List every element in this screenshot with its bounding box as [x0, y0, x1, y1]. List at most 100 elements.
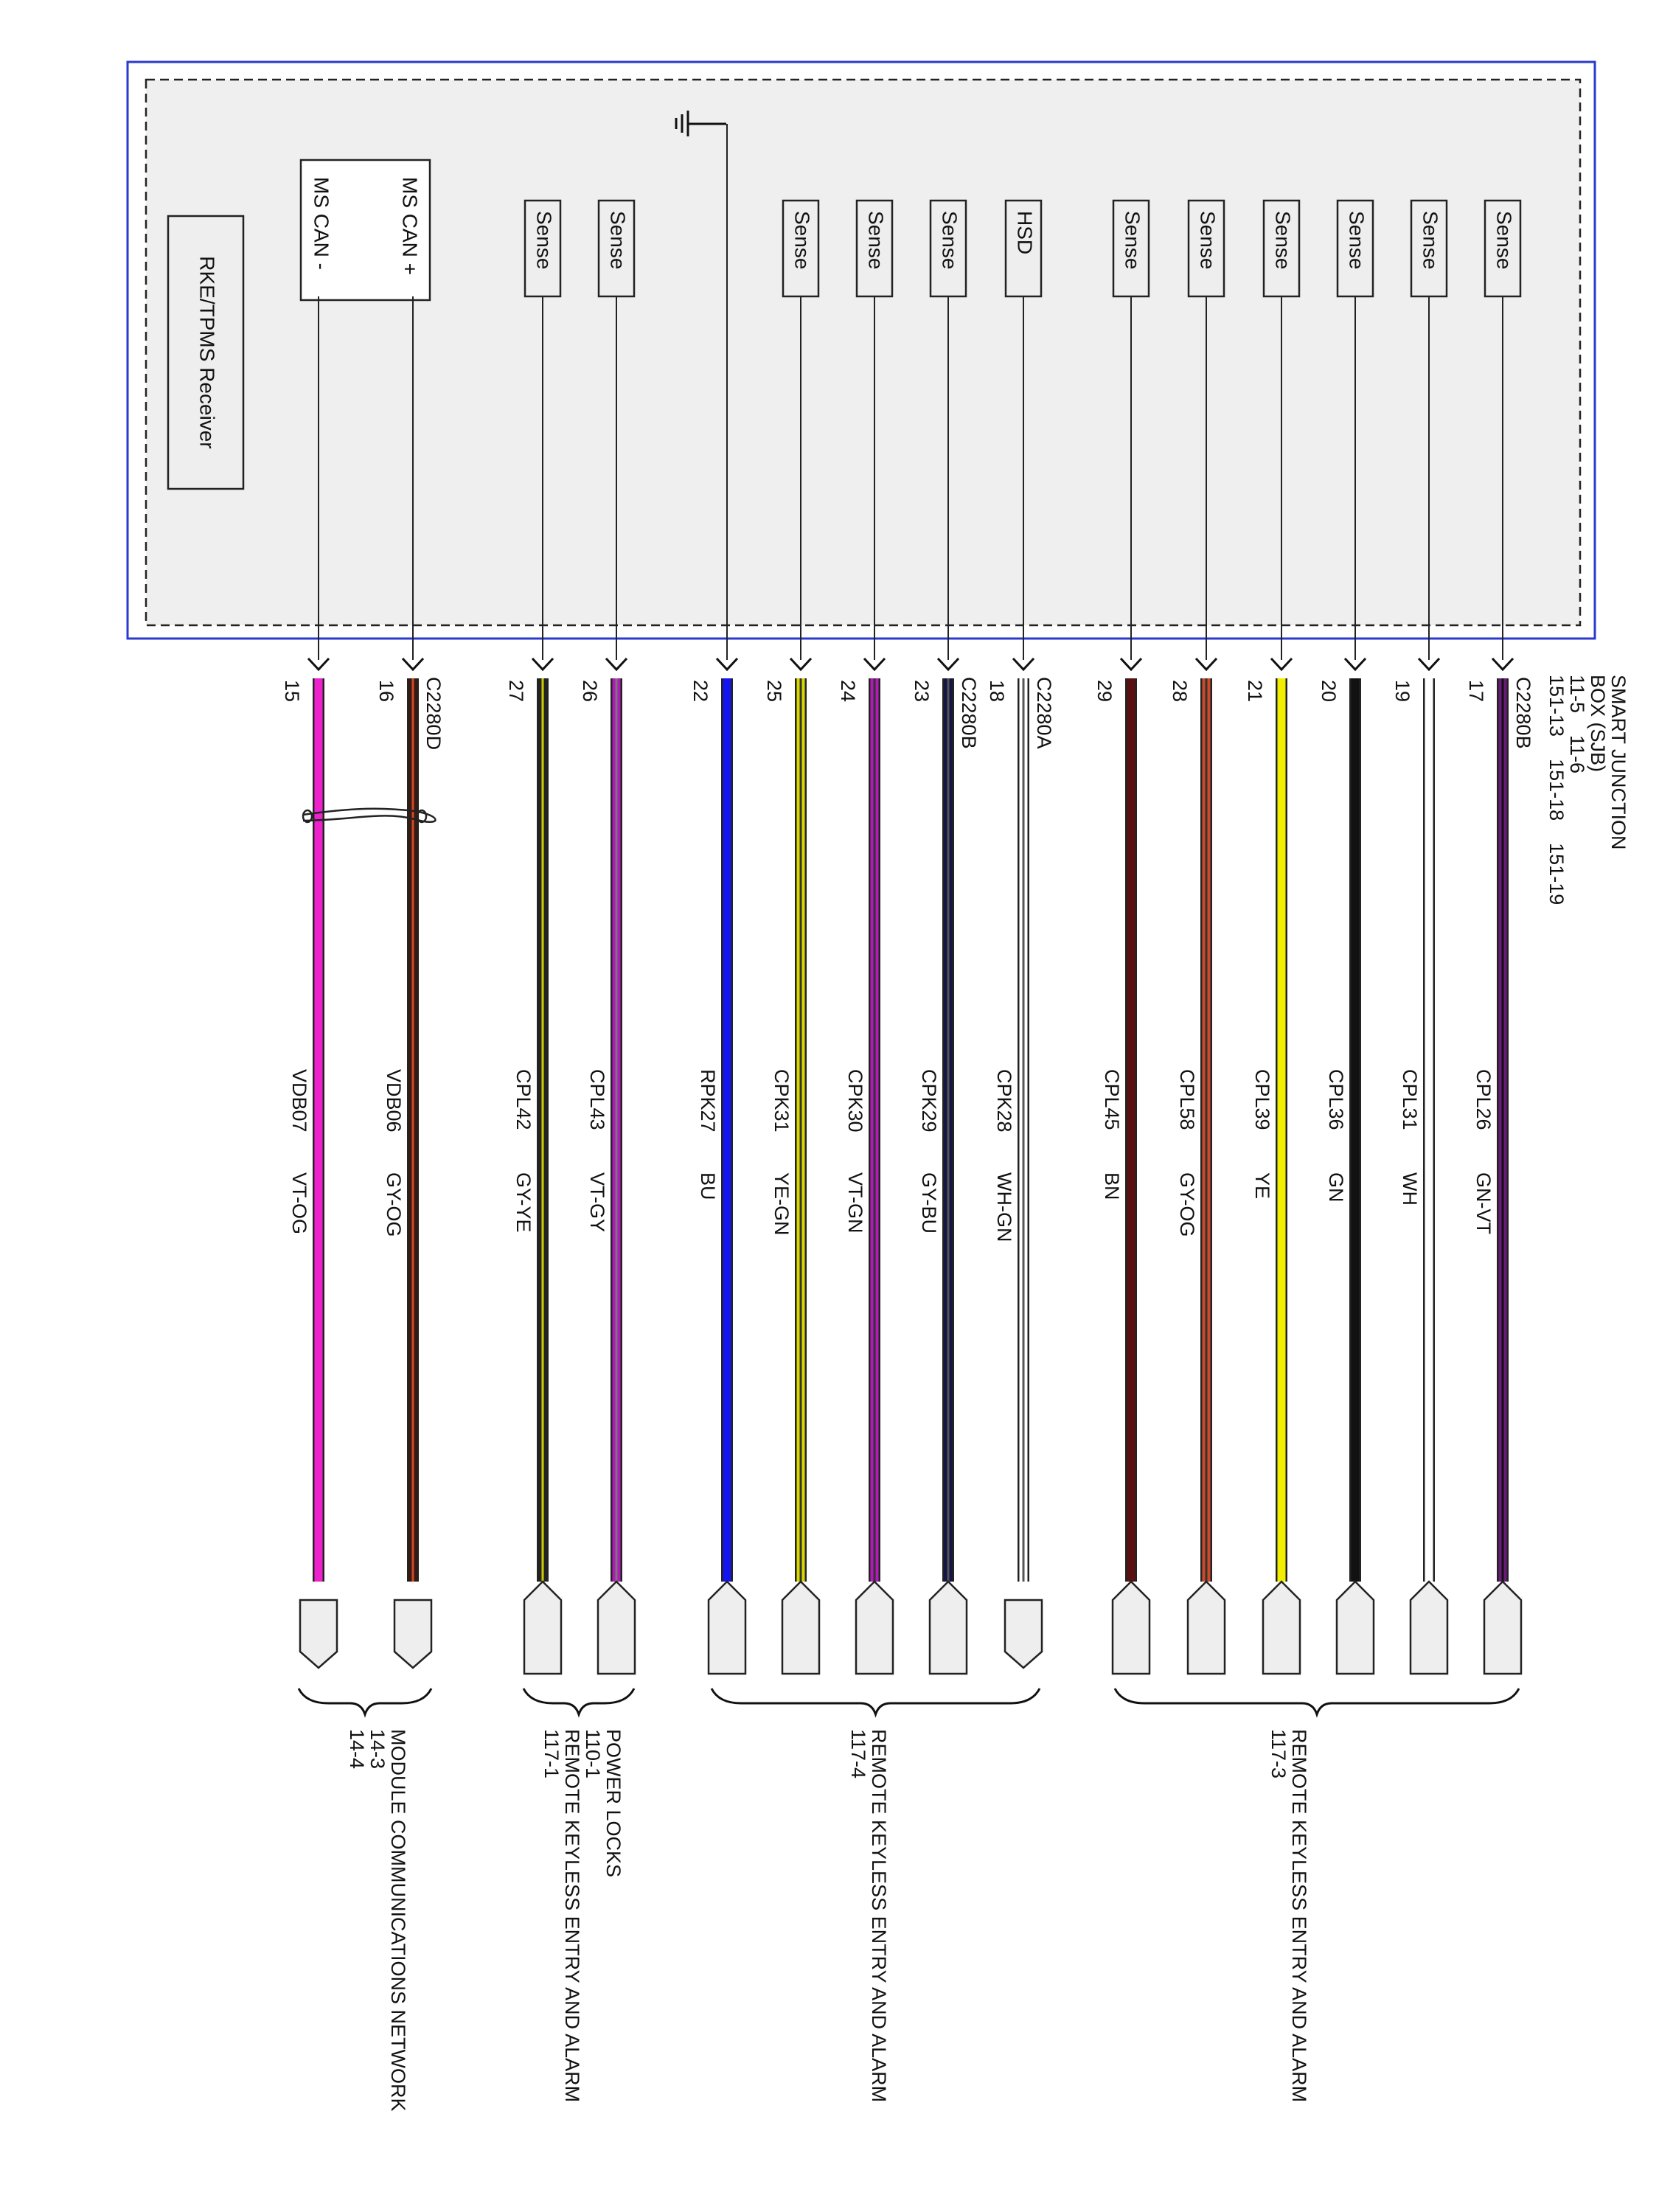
- arrow-terminal-29: [1111, 1580, 1151, 1675]
- arrow-terminal-23: [928, 1580, 968, 1675]
- title-line-3: 11-5 11-6: [1566, 675, 1588, 773]
- wire-block-27: [524, 199, 562, 298]
- pin-number-22: 22: [689, 680, 712, 702]
- pin-chevron-28: [1194, 657, 1218, 672]
- block-label-17: Sense: [1493, 211, 1516, 269]
- twisted-pair-marker: [302, 807, 437, 824]
- color-code-29: BN: [1101, 1172, 1123, 1200]
- destination-4-line-3: 14-4: [346, 1729, 368, 1769]
- wire-block-18: [1004, 199, 1043, 298]
- circuit-24: CPK30: [844, 1069, 866, 1133]
- pin-number-15: 15: [281, 680, 303, 702]
- receiver-label: RKE/TPMS Receiver: [196, 256, 219, 448]
- pin-number-20: 20: [1318, 680, 1340, 702]
- pin-chevron-18: [1012, 657, 1035, 672]
- pin-number-29: 29: [1093, 680, 1116, 702]
- block-label-20: Sense: [1346, 211, 1368, 269]
- circuit-15: VDB07: [288, 1069, 310, 1133]
- arrow-terminal-27: [523, 1580, 563, 1675]
- pin-chevron-16: [401, 657, 425, 672]
- block-label-27: Sense: [533, 211, 556, 269]
- pin-number-17: 17: [1465, 680, 1487, 702]
- color-code-24: VT-GN: [844, 1172, 866, 1234]
- wire-block-24: [855, 199, 894, 298]
- block-label-23: Sense: [939, 211, 961, 269]
- color-code-23: GY-BU: [918, 1172, 940, 1234]
- destination-brace-3: [522, 1688, 636, 1718]
- destination-brace-4: [297, 1688, 433, 1718]
- color-code-25: YE-GN: [771, 1172, 793, 1236]
- plug-terminal-15: [299, 1599, 338, 1669]
- destination-3-line-1: POWER LOCKS: [602, 1729, 625, 1877]
- pin-number-18: 18: [986, 680, 1008, 702]
- destination-2-line-2: 117-4: [847, 1729, 869, 1778]
- rke-tpms-receiver: RKE/TPMS Receiver: [167, 215, 245, 490]
- color-code-16: GY-OG: [383, 1172, 405, 1237]
- color-code-15: VT-OG: [288, 1172, 310, 1234]
- plug-terminal-16: [393, 1599, 433, 1669]
- block-label-26: Sense: [607, 211, 630, 269]
- pin-number-25: 25: [763, 680, 785, 702]
- pin-chevron-25: [789, 657, 813, 672]
- connector-label-C2280B-23: C2280B: [958, 677, 980, 749]
- title-block: SMART JUNCTION BOX (SJB) 11-5 11-6 151-1…: [1545, 675, 1630, 905]
- pin-chevron-23: [936, 657, 960, 672]
- color-code-20: GN: [1325, 1172, 1347, 1203]
- circuit-28: CPL58: [1176, 1069, 1198, 1130]
- wire-block-17: [1484, 199, 1522, 298]
- pin-chevron-24: [863, 657, 886, 672]
- title-line-1: SMART JUNCTION: [1607, 675, 1630, 850]
- plug-terminal-18: [1004, 1599, 1043, 1669]
- pin-number-16: 16: [375, 680, 397, 702]
- block-label-21: Sense: [1272, 211, 1295, 269]
- pin-chevron-29: [1119, 657, 1143, 672]
- arrow-terminal-20: [1335, 1580, 1375, 1675]
- color-code-17: GN-VT: [1472, 1172, 1495, 1234]
- color-code-21: YE: [1251, 1172, 1273, 1199]
- arrow-terminal-19: [1409, 1580, 1449, 1675]
- block-label-24: Sense: [865, 211, 888, 269]
- pin-chevron-15: [307, 657, 330, 672]
- wire-block-26: [597, 199, 636, 298]
- ms-can-block: MS CAN + MS CAN -: [299, 159, 431, 302]
- pin-chevron-20: [1343, 657, 1367, 672]
- destination-1-line-2: 117-3: [1267, 1729, 1290, 1778]
- destination-3-line-2: 110-1: [582, 1729, 604, 1778]
- circuit-22: RPK27: [697, 1069, 719, 1133]
- circuit-16: VDB06: [383, 1069, 405, 1133]
- color-code-19: WH: [1399, 1172, 1421, 1206]
- destination-4-line-1: MODULE COMMUNICATIONS NETWORK: [387, 1729, 409, 2112]
- arrow-terminal-26: [597, 1580, 636, 1675]
- pin-chevron-22: [715, 657, 739, 672]
- circuit-17: CPL26: [1472, 1069, 1495, 1130]
- block-label-19: Sense: [1419, 211, 1442, 269]
- circuit-19: CPL31: [1399, 1069, 1421, 1130]
- color-code-22: BU: [697, 1172, 719, 1200]
- arrow-terminal-25: [781, 1580, 821, 1675]
- circuit-29: CPL45: [1101, 1069, 1123, 1130]
- connector-label-C2280A-18: C2280A: [1033, 677, 1055, 749]
- pin-chevron-26: [605, 657, 628, 672]
- block-label-29: Sense: [1121, 211, 1144, 269]
- wire-block-20: [1336, 199, 1374, 298]
- sjb-module: [126, 60, 1596, 640]
- pin-chevron-19: [1417, 657, 1441, 672]
- pin-number-27: 27: [505, 680, 527, 702]
- ground-symbol: [675, 111, 726, 136]
- wire-block-19: [1410, 199, 1448, 298]
- arrow-terminal-24: [855, 1580, 894, 1675]
